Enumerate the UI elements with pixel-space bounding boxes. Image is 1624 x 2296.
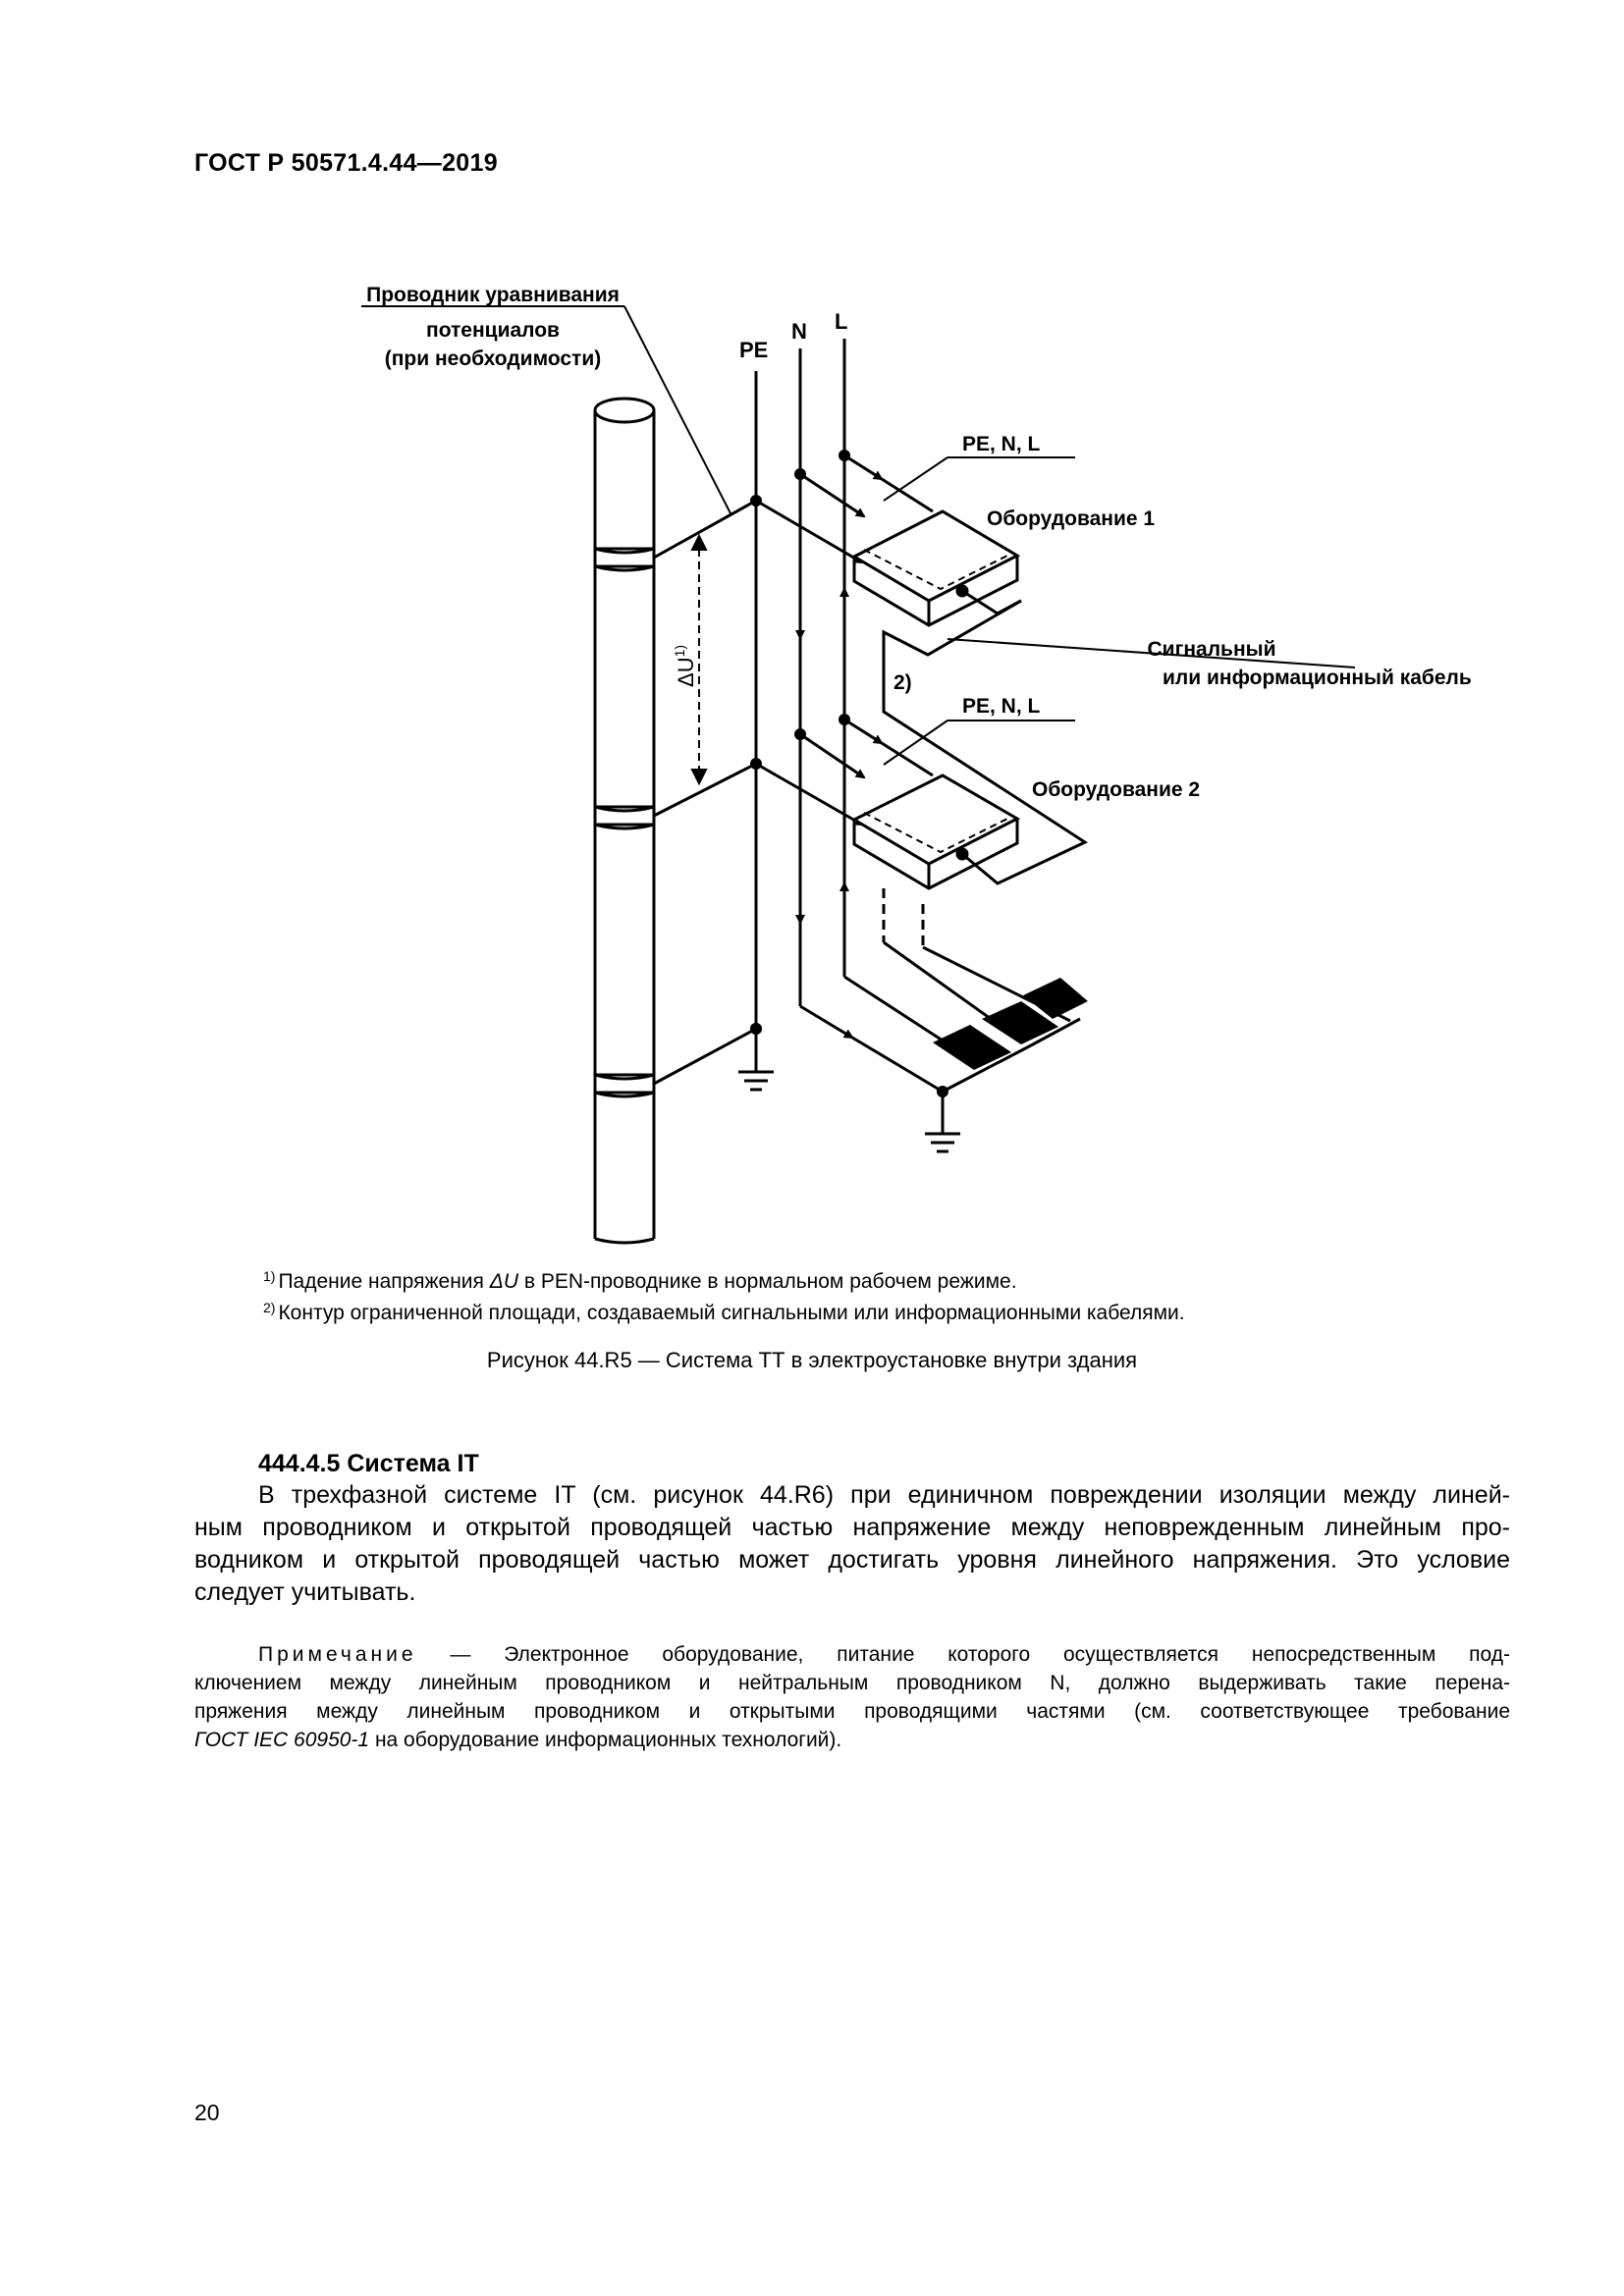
footnote-1-marker: 1) xyxy=(263,1268,276,1284)
paragraph-line: следует учитывать. xyxy=(194,1578,416,1606)
l-junctions xyxy=(839,450,850,725)
delta-u-label: ΔU1) xyxy=(672,645,698,687)
tt-system-diagram: Проводник уравнивания потенциалов (при н… xyxy=(361,284,1472,1245)
signal-cable-label-line1: Сигнальный xyxy=(1148,638,1276,661)
l-label: L xyxy=(835,309,847,334)
equipotential-label-line1: Проводник уравнивания xyxy=(366,284,620,306)
svg-text:ΔU1): ΔU1) xyxy=(672,645,698,687)
equipment-1-box xyxy=(850,509,1022,627)
pe-n-l-label-bottom: PE, N, L xyxy=(962,695,1041,718)
note-block: Примечание — Электронное оборудование, п… xyxy=(194,1640,1510,1754)
pe-label: PE xyxy=(739,338,768,362)
pe-conductor xyxy=(653,371,864,1092)
section-paragraph: В трехфазной системе IT (см. рисунок 44.… xyxy=(194,1479,1510,1609)
footnote-2-marker: 2) xyxy=(263,1300,276,1315)
footnote-1-text-before: Падение напряжения xyxy=(278,1270,490,1293)
signal-cable-label-line2: или информационный кабель xyxy=(1163,667,1472,689)
section-title: 444.4.5 Система IT xyxy=(258,1450,479,1477)
equipotential-label-line2: потенциалов xyxy=(426,319,560,342)
signal-cable-loop xyxy=(882,599,1089,885)
n-label: N xyxy=(791,319,807,344)
note-label: Примечание xyxy=(258,1643,417,1666)
note-line: ключением между линейным проводником и н… xyxy=(194,1672,1510,1694)
standard-reference: ГОСТ IEC 60950-1 xyxy=(194,1729,370,1751)
equipment-1-label: Оборудование 1 xyxy=(987,507,1155,530)
leader-lines xyxy=(361,305,1356,766)
building-column xyxy=(593,397,656,1245)
n-junctions xyxy=(794,468,806,740)
paragraph-line: водником и открытой проводящей частью мо… xyxy=(194,1546,1510,1574)
delta-u-symbol: ΔU xyxy=(674,657,698,687)
delta-u-superscript: 1) xyxy=(672,645,687,657)
note-line: пряжения между линейным проводником и от… xyxy=(194,1700,1510,1723)
equipment-2-box xyxy=(850,774,1021,890)
footnote-1-symbol: ΔU xyxy=(489,1270,518,1293)
figure-caption: Рисунок 44.R5 — Система ТТ в электроуста… xyxy=(486,1348,1138,1372)
footnote-1: 1)Падение напряжения ΔU в PEN-проводнике… xyxy=(263,1262,1017,1296)
equipotential-label-line3: (при необходимости) xyxy=(385,347,602,370)
pe-n-l-label-top: PE, N, L xyxy=(962,433,1041,455)
note-line: Примечание — Электронное оборудование, п… xyxy=(194,1640,1510,1669)
page-number: 20 xyxy=(194,2100,220,2125)
document-header: ГОСТ Р 50571.4.44—2019 xyxy=(194,149,498,177)
loop-note-ref: 2) xyxy=(893,671,912,694)
note-line1-text: — Электронное оборудование, питание кото… xyxy=(416,1643,1510,1666)
paragraph-line: ным проводником и открытой проводящей ча… xyxy=(194,1514,1510,1541)
paragraph-line: В трехфазной системе IT (см. рисунок 44.… xyxy=(258,1481,1510,1509)
equipment-2-label: Оборудование 2 xyxy=(1032,778,1200,801)
footnote-2-text: Контур ограниченной площади, создаваемый… xyxy=(278,1302,1185,1324)
l-conductor xyxy=(839,339,944,1042)
footnote-1-text-after: в PEN-проводнике в нормальном рабочем ре… xyxy=(518,1270,1017,1293)
ground-plates xyxy=(933,978,1088,1070)
footnote-2: 2)Контур ограниченной площади, создаваем… xyxy=(263,1294,1185,1327)
ground-node xyxy=(937,1086,948,1097)
pe-ground-node xyxy=(750,1023,762,1035)
note-line: ГОСТ IEC 60950-1 на оборудование информа… xyxy=(194,1726,1510,1754)
n-conductor xyxy=(795,348,944,1094)
delta-u-dimension xyxy=(690,533,708,786)
note-line4-text: на оборудование информационных технологи… xyxy=(369,1729,842,1751)
